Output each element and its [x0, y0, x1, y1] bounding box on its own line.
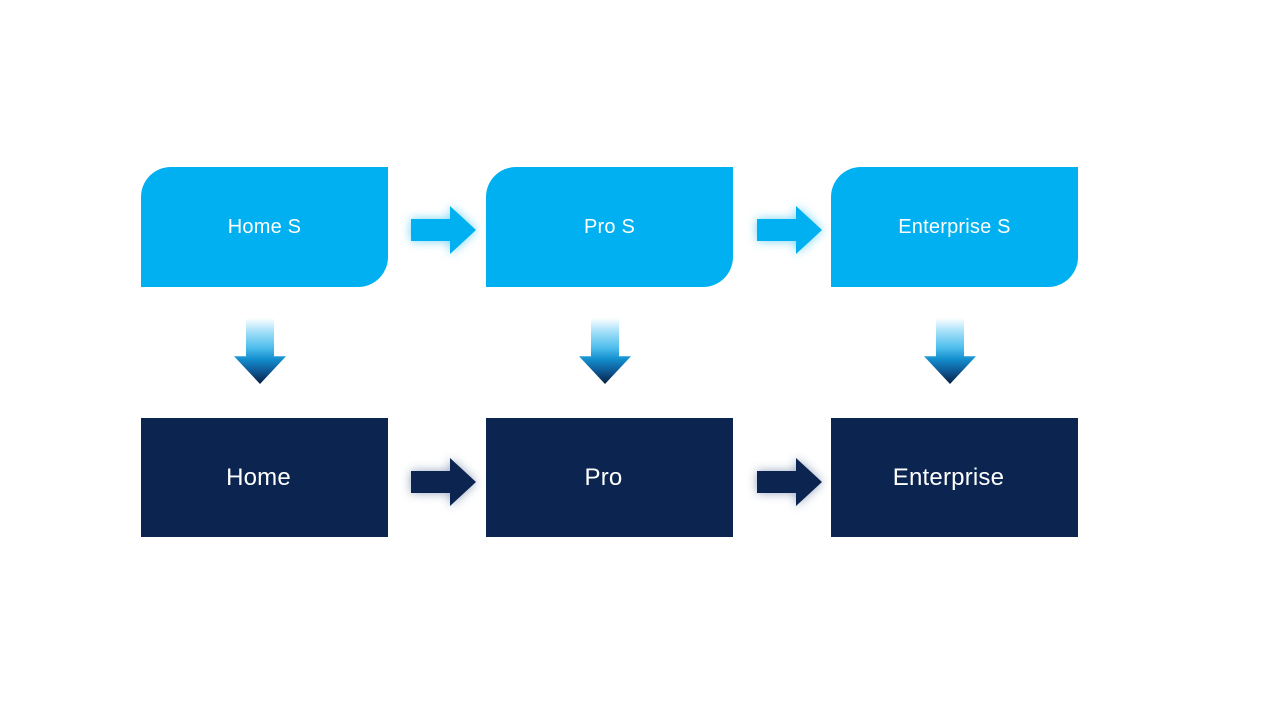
box-label: Enterprise S	[898, 215, 1011, 238]
right-arrow-icon	[757, 458, 822, 506]
box-label: Pro S	[583, 215, 636, 238]
box-label: Home S	[227, 215, 302, 238]
box-home-s: Home S	[141, 167, 388, 287]
right-arrow-icon	[757, 206, 822, 254]
box-pro: Pro	[486, 418, 733, 537]
down-arrow-icon	[924, 318, 976, 384]
box-label: Home	[226, 463, 291, 491]
right-arrow-icon	[411, 206, 476, 254]
down-arrow-icon	[234, 318, 286, 384]
right-arrow-icon	[411, 458, 476, 506]
box-label: Pro	[584, 463, 623, 491]
box-enterprise: Enterprise	[831, 418, 1078, 537]
box-enterprise-s: Enterprise S	[831, 167, 1078, 287]
box-home: Home	[141, 418, 388, 537]
box-pro-s: Pro S	[486, 167, 733, 287]
box-label: Enterprise	[892, 463, 1005, 491]
down-arrow-icon	[579, 318, 631, 384]
